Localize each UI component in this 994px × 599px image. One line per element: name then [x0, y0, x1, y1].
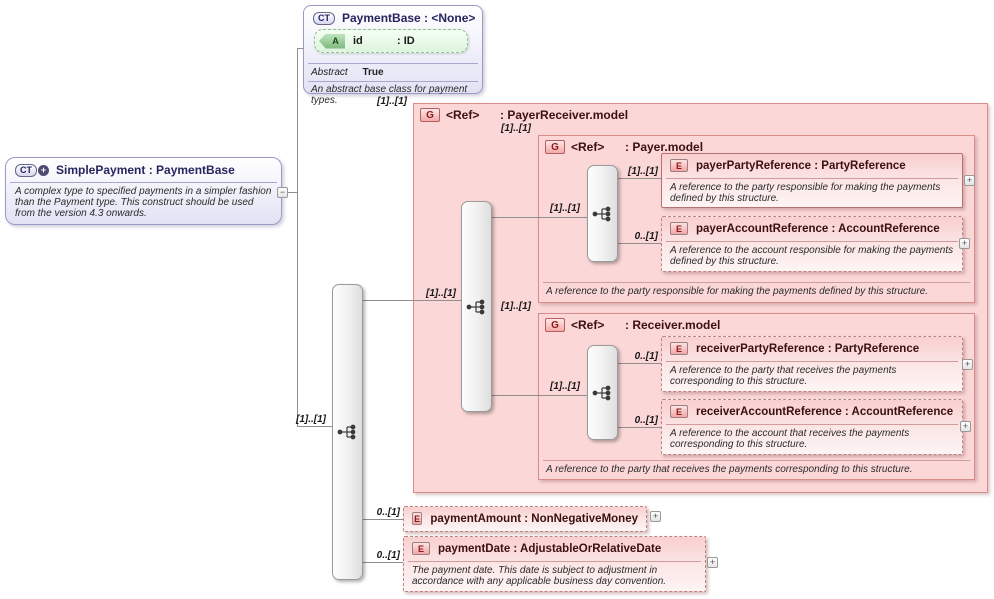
expand-button[interactable]: +: [964, 175, 975, 186]
element-title: paymentDate : AdjustableOrRelativeDate: [438, 542, 662, 555]
group-icon: G: [545, 318, 565, 332]
sequence-icon: [592, 206, 610, 221]
complex-type-icon: CT: [313, 11, 335, 25]
divider: [666, 424, 958, 425]
element-title-row: E receiverPartyReference : PartyReferenc…: [662, 337, 962, 358]
expand-button[interactable]: +: [707, 557, 718, 568]
group-type: : PayerReceiver.model: [500, 108, 629, 122]
cardinality-root: [1]..[1]: [296, 414, 326, 425]
simple-payment-title-row: CT+ SimplePayment : PaymentBase: [6, 158, 281, 180]
cardinality-payment-date: 0..[1]: [376, 550, 400, 561]
element-doc: A reference to the party responsible for…: [670, 182, 941, 204]
divider: [543, 282, 970, 283]
abstract-value: True: [362, 67, 384, 78]
complex-type-simple-payment[interactable]: CT+ SimplePayment : PaymentBase A comple…: [5, 157, 282, 225]
divider: [308, 81, 478, 82]
sequence-icon: [337, 424, 355, 440]
simple-payment-doc: A complex type to specified payments in …: [15, 186, 272, 219]
divider: [308, 63, 478, 64]
element-icon: E: [670, 159, 688, 172]
element-doc: A reference to the account that receives…: [670, 428, 910, 450]
element-icon: E: [670, 222, 688, 235]
element-payer-party-reference[interactable]: E payerPartyReference : PartyReference A…: [661, 153, 963, 208]
complex-type-icon: CT: [15, 163, 37, 177]
element-icon: E: [670, 405, 688, 418]
cardinality-payer-receiver-inner: [1]..[1]: [426, 288, 456, 299]
divider: [10, 182, 277, 183]
cardinality-receiver-account-reference: 0..[1]: [634, 415, 658, 426]
simple-payment-title: SimplePayment : PaymentBase: [56, 163, 235, 177]
element-title-row: E paymentAmount : NonNegativeMoney: [404, 507, 646, 528]
element-payer-account-reference[interactable]: E payerAccountReference : AccountReferen…: [661, 216, 963, 272]
element-title-row: E paymentDate : AdjustableOrRelativeDate: [404, 537, 705, 558]
group-type: : Payer.model: [625, 140, 704, 154]
cardinality-receiver-party-reference: 0..[1]: [634, 351, 658, 362]
element-icon: E: [412, 512, 423, 525]
element-doc: A reference to the party that receives t…: [670, 365, 897, 387]
group-payer-title: G <Ref> : Payer.model: [539, 136, 974, 158]
element-title-row: E receiverAccountReference : AccountRefe…: [662, 400, 962, 421]
element-icon: E: [670, 342, 688, 355]
element-title-row: E payerPartyReference : PartyReference: [662, 154, 962, 175]
payment-base-title: PaymentBase : <None>: [342, 11, 476, 25]
cardinality-receiver-group: [1]..[1]: [501, 301, 531, 312]
group-payer-receiver-title: G <Ref> : PayerReceiver.model: [414, 104, 987, 126]
sequence-connector-payer-receiver[interactable]: [461, 201, 492, 412]
abstract-row: Abstract True: [311, 67, 384, 78]
group-receiver-title: G <Ref> : Receiver.model: [539, 314, 974, 336]
element-doc: The payment date. This date is subject t…: [412, 565, 667, 587]
element-payment-amount[interactable]: E paymentAmount : NonNegativeMoney: [403, 506, 647, 532]
divider: [666, 361, 958, 362]
element-title: receiverPartyReference : PartyReference: [696, 342, 920, 355]
divider: [666, 241, 958, 242]
sequence-connector-payer[interactable]: [587, 165, 618, 262]
element-title: receiverAccountReference : AccountRefere…: [696, 405, 954, 418]
cardinality-payer-inner: [1]..[1]: [550, 203, 580, 214]
group-payer-doc: A reference to the party responsible for…: [546, 286, 929, 297]
divider: [408, 561, 701, 562]
element-payment-date[interactable]: E paymentDate : AdjustableOrRelativeDate…: [403, 536, 706, 592]
payment-base-doc: An abstract base class for payment types…: [311, 84, 468, 106]
derived-plus-icon: +: [38, 164, 49, 176]
sequence-connector-root[interactable]: [332, 284, 363, 580]
attribute-name: id: [353, 35, 363, 47]
element-title: payerAccountReference : AccountReference: [696, 222, 940, 235]
cardinality-payment-amount: 0..[1]: [376, 507, 400, 518]
sequence-icon: [466, 299, 484, 314]
group-icon: G: [545, 140, 565, 154]
expand-button[interactable]: +: [959, 238, 970, 249]
element-doc: A reference to the account responsible f…: [670, 245, 954, 267]
cardinality-payer-account-reference: 0..[1]: [634, 231, 658, 242]
element-receiver-account-reference[interactable]: E receiverAccountReference : AccountRefe…: [661, 399, 963, 455]
sequence-connector-receiver[interactable]: [587, 345, 618, 440]
cardinality-payer-receiver-group: [1]..[1]: [377, 96, 407, 107]
element-receiver-party-reference[interactable]: E receiverPartyReference : PartyReferenc…: [661, 336, 963, 392]
divider: [666, 178, 958, 179]
group-type: : Receiver.model: [625, 318, 721, 332]
group-name: <Ref>: [446, 108, 480, 122]
element-title: payerPartyReference : PartyReference: [696, 159, 906, 172]
cardinality-receiver-inner: [1]..[1]: [550, 381, 580, 392]
group-name: <Ref>: [571, 140, 605, 154]
payment-base-title-row: CT PaymentBase : <None>: [304, 6, 482, 28]
attribute-id[interactable]: A id : ID: [314, 29, 468, 53]
expand-button[interactable]: +: [962, 359, 973, 370]
group-name: <Ref>: [571, 318, 605, 332]
expand-button[interactable]: +: [650, 511, 661, 522]
divider: [543, 460, 970, 461]
attribute-type: : ID: [397, 35, 415, 47]
expand-button[interactable]: +: [960, 421, 971, 432]
element-title-row: E payerAccountReference : AccountReferen…: [662, 217, 962, 238]
group-receiver-doc: A reference to the party that receives t…: [546, 464, 913, 475]
element-title: paymentAmount : NonNegativeMoney: [430, 512, 638, 525]
abstract-label: Abstract: [311, 67, 348, 78]
attribute-icon: A: [319, 33, 345, 49]
sequence-icon: [592, 385, 610, 400]
cardinality-payer-group: [1]..[1]: [501, 123, 531, 134]
group-icon: G: [420, 108, 440, 122]
cardinality-payer-party-reference: [1]..[1]: [628, 166, 658, 177]
collapse-button[interactable]: −: [277, 187, 288, 198]
element-icon: E: [412, 542, 430, 555]
